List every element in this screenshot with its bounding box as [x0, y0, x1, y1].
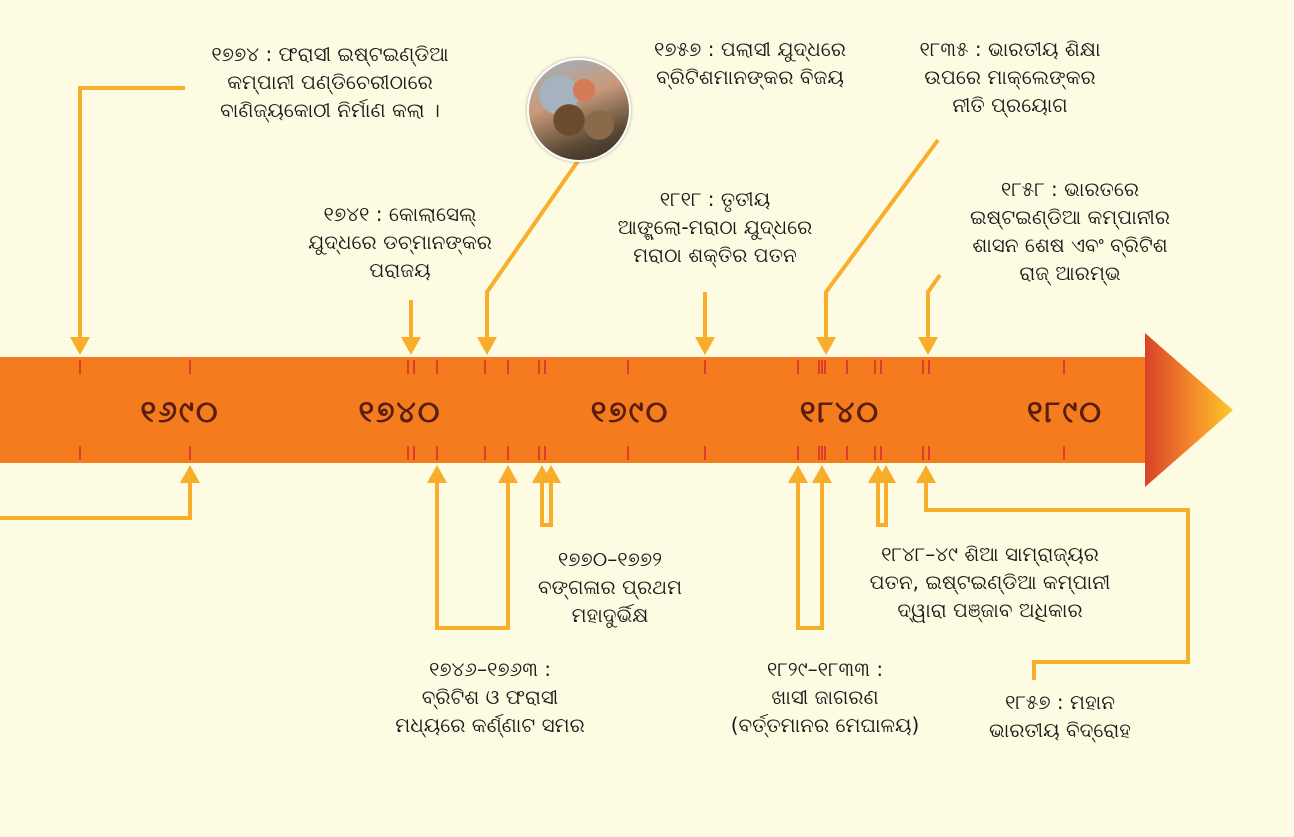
connector-1857	[924, 482, 1190, 680]
arrowhead-1746-a	[427, 465, 447, 483]
connector-1770	[540, 482, 553, 527]
arrowhead-1746-b	[498, 465, 518, 483]
arrowhead-1674	[70, 337, 90, 355]
event-1829-label: ୧୮୨୯–୧୮୩୩ :ଖାସୀ ଜାଗରଣ(ବର୍ତ୍ତମାନର ମେଘାଳୟ)	[730, 657, 920, 737]
arrowhead-1818	[695, 337, 715, 355]
arrowhead-1848-b	[876, 465, 896, 483]
timeline-band	[0, 357, 1150, 463]
connector-1690-left	[0, 482, 192, 520]
connector-1674	[78, 86, 185, 338]
arrowhead-1835	[816, 337, 836, 355]
year-label-1690: ୧୬୯୦	[140, 395, 220, 430]
connector-1858	[926, 273, 942, 338]
arrowhead-1858	[918, 337, 938, 355]
year-label-1890: ୧୮୯୦	[1027, 395, 1103, 430]
arrowhead-1770-b	[541, 465, 561, 483]
arrowhead-1829-b	[812, 465, 832, 483]
timeline-arrow-head	[1145, 333, 1233, 487]
year-label-1790: ୧୭୯୦	[590, 395, 670, 430]
connector-1835	[824, 138, 940, 338]
arrowhead-1829-a	[788, 465, 808, 483]
arrowhead-1857	[916, 465, 936, 483]
connector-1757	[485, 156, 582, 338]
arrowhead-1690	[180, 465, 200, 483]
connector-1829	[796, 482, 824, 630]
event-1757-label: ୧୭୫୭ : ପଲାସୀ ଯୁଦ୍ଧରେବ୍ରିଟିଶମାନଙ୍କର ବିଜୟ	[654, 37, 846, 89]
event-1746-label: ୧୭୪୬–୧୭୬୩ :ବ୍ରିଟିଶ ଓ ଫରାସୀମଧ୍ୟରେ କର୍ଣ୍ଣା…	[395, 657, 585, 737]
year-label-1840: ୧୮୪୦	[799, 395, 881, 430]
year-label-1740: ୧୭୪୦	[358, 395, 442, 430]
connector-1746	[435, 482, 510, 630]
arrowhead-1741	[401, 337, 421, 355]
arrowhead-1757	[477, 337, 497, 355]
connector-1848	[876, 482, 888, 527]
battle-painting-image	[527, 58, 631, 162]
